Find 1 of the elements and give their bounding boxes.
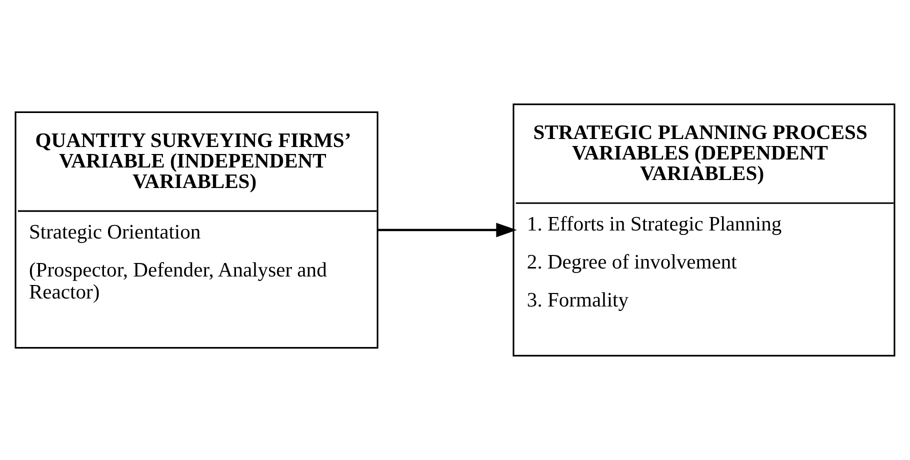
arrow (378, 222, 517, 238)
